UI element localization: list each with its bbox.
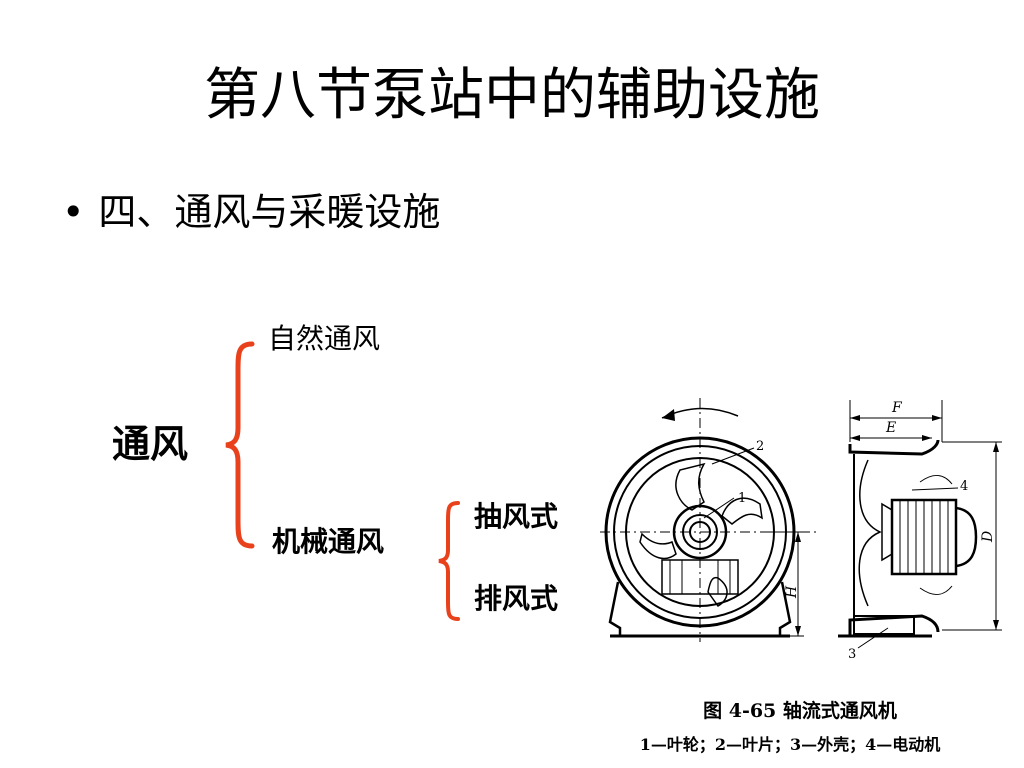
brace-mechanical-path	[438, 501, 460, 621]
fan-label-2: 2	[756, 439, 764, 454]
fan-side-view	[838, 400, 1002, 649]
fan-front-view	[600, 398, 818, 642]
fan-label-3: 3	[848, 647, 856, 662]
axial-fan-drawing: F E H D 2 1 4 3	[600, 398, 1002, 662]
figure-title: 图 4-65 轴流式通风机	[703, 700, 897, 722]
brace-ventilation-path	[225, 341, 255, 549]
fan-label-F: F	[891, 400, 903, 416]
brace-ventilation	[225, 341, 255, 549]
term-mechanical-ventilation: 机械通风	[272, 525, 385, 558]
term-exhaust-type: 排风式	[474, 582, 559, 615]
bullet-marker: •	[62, 190, 85, 234]
term-natural-ventilation: 自然通风	[268, 322, 381, 355]
term-ventilation: 通风	[112, 421, 189, 466]
figure-caption: 1—叶轮；2—叶片；3—外壳；4—电动机	[639, 735, 941, 754]
bullet-item: • 四、通风与采暖设施	[62, 186, 440, 238]
brace-mechanical	[438, 501, 460, 621]
term-suction-type: 抽风式	[474, 500, 559, 533]
fan-label-D: D	[980, 531, 996, 543]
fan-label-1: 1	[738, 491, 746, 506]
fan-label-H: H	[784, 585, 800, 599]
slide-title: 第八节泵站中的辅助设施	[204, 63, 820, 128]
fan-label-E: E	[885, 420, 896, 436]
bullet-text: 四、通风与采暖设施	[98, 190, 441, 234]
fan-label-4: 4	[960, 479, 968, 494]
